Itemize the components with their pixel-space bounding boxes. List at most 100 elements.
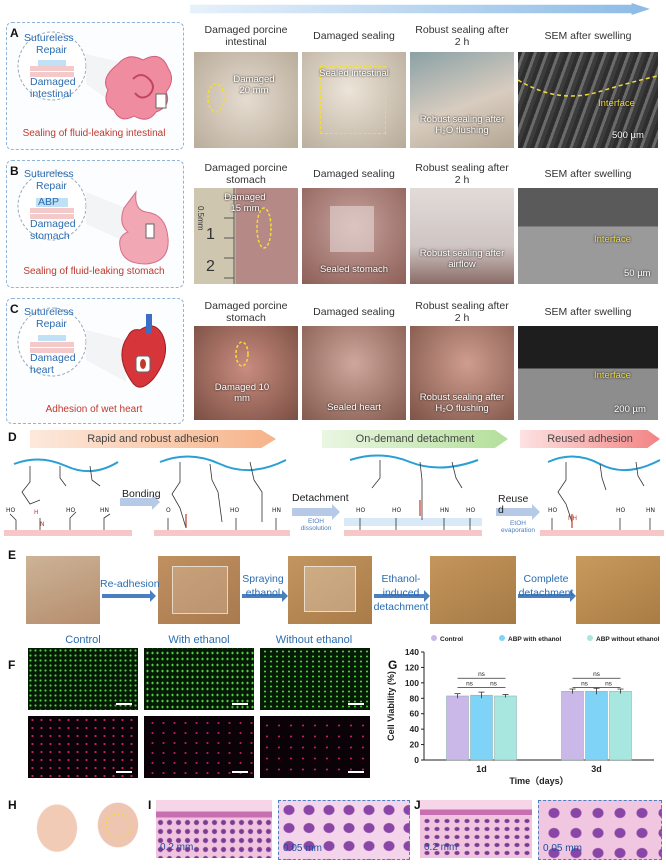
c-photo-sealing: Sealed heart [302,326,406,420]
schematic-b-abp: ABP [38,196,60,208]
schematic-b-bottom1: Damaged [30,218,76,230]
f-col-control: Control [65,634,101,646]
e-step-complete: Complete detachment [518,573,574,599]
svg-text:H: H [34,509,39,516]
i-histo-low: 0.2 mm [156,800,272,858]
schematic-a-bottom1: Damaged [30,76,76,88]
svg-text:NH: NH [568,515,577,522]
b-damaged-text: Damaged 15 mm [224,192,266,214]
significance-label: ns [490,680,498,687]
h-photo-2 [90,794,146,856]
panel-h-label: H [8,798,17,812]
heart-illustration [17,307,167,388]
h-photo-1 [28,794,86,856]
intestine-illustration [17,31,172,120]
y-tick-label: 0 [414,755,419,765]
significance-label: ns [593,671,601,678]
f-col-with: With ethanol [168,634,230,646]
b-photo-robust: Robust sealing after airflow [410,188,514,284]
b-sealed-text: Sealed stomach [319,264,389,275]
legend-label: ABP without ethanol [596,636,660,643]
schematic-c-repair: Repair [36,318,67,330]
a-interface-text: Interface [598,98,635,109]
a-title-2: Damaged sealing [313,30,395,42]
svg-text:HO: HO [616,507,626,514]
b-ruler-2: 2 [206,258,215,275]
b-photo-sealing: Sealed stomach [302,188,406,284]
c-scale-text: 200 µm [614,404,646,415]
bar [446,695,469,761]
j-histo-low: 0.2 mm [420,800,532,858]
legend-marker [499,635,505,641]
x-tick-label: 1d [476,764,487,774]
bar [494,695,517,761]
svg-text:HO: HO [230,507,240,514]
svg-text:HO: HO [66,507,76,514]
schematic-c-bottom1: Damaged [30,352,76,364]
schematic-b-caption: Sealing of fluid-leaking stomach [23,266,165,277]
svg-text:HO: HO [392,507,402,514]
b-title-3: Robust sealing after 2 h [415,162,509,186]
c-title-3: Robust sealing after 2 h [415,300,509,324]
f-dead-without [260,716,370,778]
a-robust-text: Robust sealing after H₂O flushing [419,114,505,136]
svg-text:HO: HO [6,507,16,514]
b-title-2: Damaged sealing [313,168,395,180]
f-live-control [28,648,138,710]
y-tick-label: 20 [410,740,420,750]
a-photo-sem: Interface 500 µm [518,52,658,148]
a-photo-sealing: Sealed intestinal [302,52,406,148]
svg-text:O: O [166,507,171,514]
schematic-c-top: Sutureless [24,306,74,318]
panel-f-label: F [8,658,16,672]
a-scale-text: 500 µm [612,130,644,141]
schematic-a-caption: Sealing of fluid-leaking intestinal [22,128,166,139]
b-ruler-1: 1 [206,226,215,243]
schematic-a-top: Sutureless [24,32,74,44]
stomach-illustration [17,171,169,265]
d-cond-dissolution: EtOH dissolution [300,518,332,532]
y-tick-label: 140 [405,647,419,657]
b-ruler-unit: 0.5mm [196,206,205,231]
svg-text:HN: HN [100,507,109,514]
svg-text:HO: HO [466,507,476,514]
a-photo-damaged: Damaged 20 mm [194,52,298,148]
significance-label: ns [605,680,613,687]
panel-g-label: G [388,658,398,672]
schematic-b-bottom2: stomach [30,230,70,242]
schematic-a-repair: Repair [36,44,67,56]
svg-text:HO: HO [356,507,366,514]
bar [470,694,493,761]
schematic-c-bottom2: heart [30,364,54,376]
top-arrow [190,3,650,15]
b-scale-text: 50 µm [624,268,651,279]
d-step-detachment: Detachment [292,492,349,504]
a-title-1: Damaged porcine intestinal [204,24,288,48]
c-photo-damaged: Damaged 10 mm [194,326,298,420]
d-phase-1: Rapid and robust adhesion [30,430,276,448]
f-live-with [144,648,254,710]
e-step-detachment: Ethanol-induced detachment [373,573,429,613]
significance-label: ns [466,680,474,687]
i-histo-high: 0.05 mm [278,800,410,860]
y-tick-label: 40 [410,724,420,734]
panel-c-label: C [10,302,19,316]
y-tick-label: 100 [405,678,419,688]
d-phase-2: On-demand detachment [322,430,508,448]
bar [609,691,632,761]
e-photo-1 [26,556,100,624]
a-photo-robust: Robust sealing after H₂O flushing [410,52,514,148]
x-axis-label: Time（days） [509,776,568,786]
svg-text:N: N [40,521,45,528]
x-tick-label: 3d [591,764,602,774]
c-photo-robust: Robust sealing after H₂O flushing [410,326,514,420]
svg-text:HN: HN [646,507,655,514]
f-col-without: Without ethanol [275,634,353,646]
bar [561,691,584,761]
b-robust-text: Robust sealing after airflow [419,248,505,270]
d-step-reused: Reuse d [498,493,529,516]
b-photo-damaged: Damaged 15 mm 0.5mm 1 2 [194,188,298,284]
e-step-readhesion: Re-adhesion [100,578,160,590]
i-scale-left: 0.2 mm [160,842,194,853]
